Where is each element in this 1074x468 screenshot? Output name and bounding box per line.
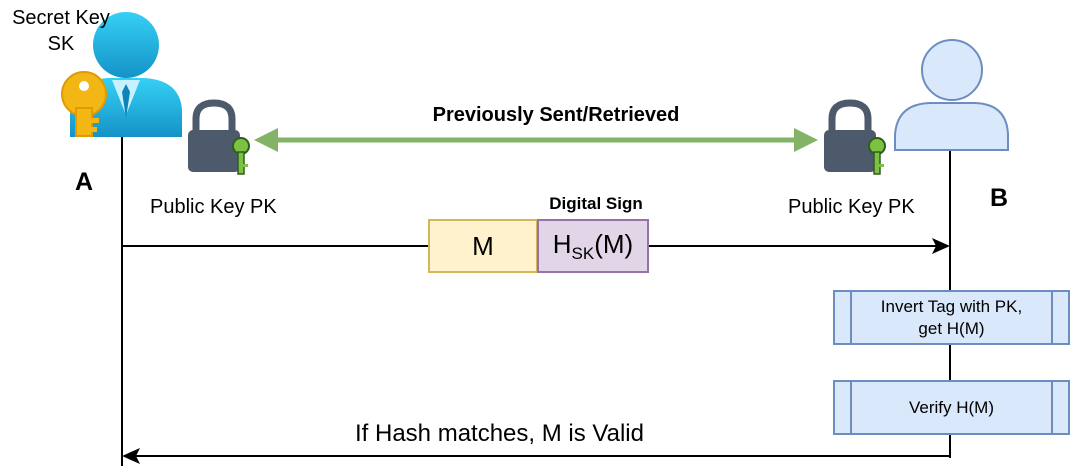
verify-step-label: Verify H(M) <box>909 397 994 417</box>
invert-step-box-shape <box>833 290 1070 345</box>
invert-step-box: Invert Tag with PK, get H(M) <box>851 291 1052 344</box>
signature-hash-subscript: SK <box>571 243 595 263</box>
party-b-letter: B <box>990 184 1009 212</box>
user-b-icon <box>894 39 1009 151</box>
signature-hash-letter: H <box>552 228 572 259</box>
exchange-label: Previously Sent/Retrieved <box>432 104 680 126</box>
public-key-label-b: Public Key PK <box>788 196 915 218</box>
secret-key-label-line1: Secret Key <box>12 7 110 29</box>
secret-key-icon <box>61 71 107 137</box>
return-arrow <box>122 448 950 464</box>
lock-icon-b <box>824 99 886 175</box>
signature-label: HSK(M) <box>553 229 633 264</box>
signature-box: HSK(M) <box>537 219 649 273</box>
public-key-label-a: Public Key PK <box>150 196 277 218</box>
digital-sign-label: Digital Sign <box>549 194 643 213</box>
secret-key-label-line2: SK <box>47 33 75 55</box>
message-m-box: M <box>428 219 538 273</box>
verify-step-box: Verify H(M) <box>851 381 1052 434</box>
secret-key-label: Secret Key SK <box>0 5 122 57</box>
invert-step-line2: get H(M) <box>918 318 985 338</box>
signature-hash-argument: (M) <box>594 228 634 259</box>
exchange-arrow <box>254 128 818 152</box>
message-m-label: M <box>472 230 494 261</box>
lock-icon-a <box>188 99 250 175</box>
return-label: If Hash matches, M is Valid <box>355 420 644 447</box>
party-a-letter: A <box>75 168 94 196</box>
verify-step-box-shape <box>833 380 1070 435</box>
invert-step-line1: Invert Tag with PK, <box>880 296 1023 316</box>
